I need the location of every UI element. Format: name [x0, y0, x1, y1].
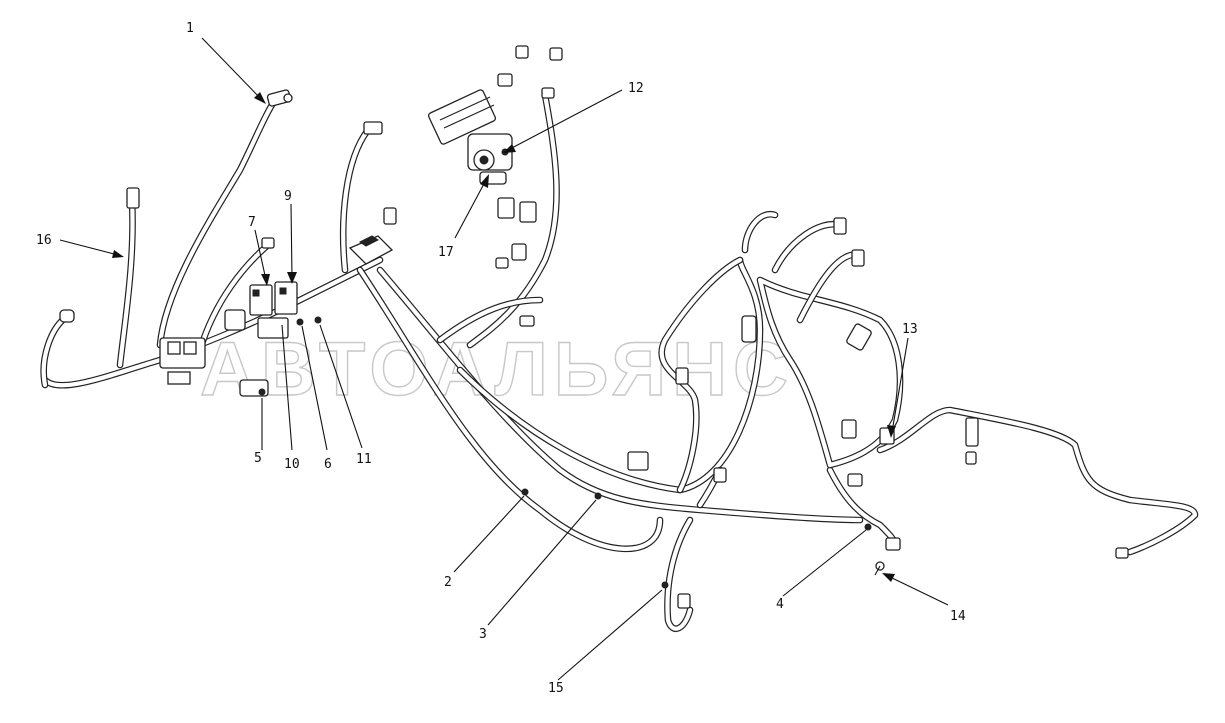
connector-top-a — [515, 45, 529, 59]
fuse-relay-block — [159, 337, 206, 385]
connector-right-c — [851, 249, 865, 267]
connector-right-h — [965, 417, 979, 447]
connector-tail — [1115, 547, 1129, 559]
connector-7-top — [261, 237, 275, 249]
switch-assembly-12 — [467, 133, 513, 185]
callout-12: 12 — [628, 81, 644, 96]
connector-top-b — [549, 47, 563, 61]
watermark-text: АВТОАЛЬЯНС — [200, 327, 794, 412]
connector-16 — [126, 187, 140, 209]
connector-mid-top — [383, 207, 397, 225]
connector-top-mid — [363, 121, 383, 135]
callout-14: 14 — [950, 609, 966, 624]
connector-lower-c — [713, 467, 727, 483]
clip-11 — [314, 316, 322, 324]
callout-10: 10 — [284, 457, 300, 472]
callout-labels: 1 2 3 4 5 6 7 9 10 11 12 13 14 15 16 17 — [36, 21, 966, 696]
connector-17-b — [519, 201, 537, 223]
callout-2: 2 — [444, 575, 452, 590]
clip-3 — [594, 492, 602, 500]
ground-screw-14 — [874, 561, 885, 576]
callout-3: 3 — [479, 627, 487, 642]
clip-2 — [521, 488, 529, 496]
callout-6: 6 — [324, 457, 332, 472]
clip-4 — [864, 523, 872, 531]
callout-1: 1 — [186, 21, 194, 36]
connector-lower-a — [627, 451, 649, 471]
connector-top-c — [497, 73, 513, 87]
connector-left-end — [59, 309, 75, 323]
connector-right-i — [965, 451, 977, 465]
callout-11: 11 — [356, 452, 372, 467]
connector-17-a — [497, 197, 515, 219]
connector-right-a — [741, 315, 757, 343]
leader-lines — [59, 37, 949, 681]
plug-bank — [427, 89, 497, 145]
callout-17: 17 — [438, 245, 454, 260]
connector-right-e — [841, 419, 857, 439]
callout-16: 16 — [36, 233, 52, 248]
connector-right-g — [847, 473, 863, 487]
callout-4: 4 — [776, 597, 784, 612]
connector-mid-right — [519, 315, 535, 327]
connector-right-d — [846, 323, 872, 351]
connector-4 — [885, 537, 901, 551]
callout-15: 15 — [548, 681, 564, 696]
connector-17-c — [511, 243, 527, 261]
connectors — [59, 45, 1129, 609]
callout-5: 5 — [254, 451, 262, 466]
callout-9: 9 — [284, 189, 292, 204]
clip-6 — [296, 318, 304, 326]
callout-7: 7 — [248, 215, 256, 230]
clip-15 — [661, 581, 669, 589]
junction-box-mid — [348, 235, 394, 265]
callout-13: 13 — [902, 322, 918, 337]
connector-top-d — [541, 87, 555, 99]
connector-15 — [677, 593, 691, 609]
connector-lower-b — [675, 367, 689, 385]
connector-1 — [266, 89, 293, 107]
clip-5 — [258, 388, 266, 396]
connector-right-b — [833, 217, 847, 235]
connector-17-d — [495, 257, 509, 269]
